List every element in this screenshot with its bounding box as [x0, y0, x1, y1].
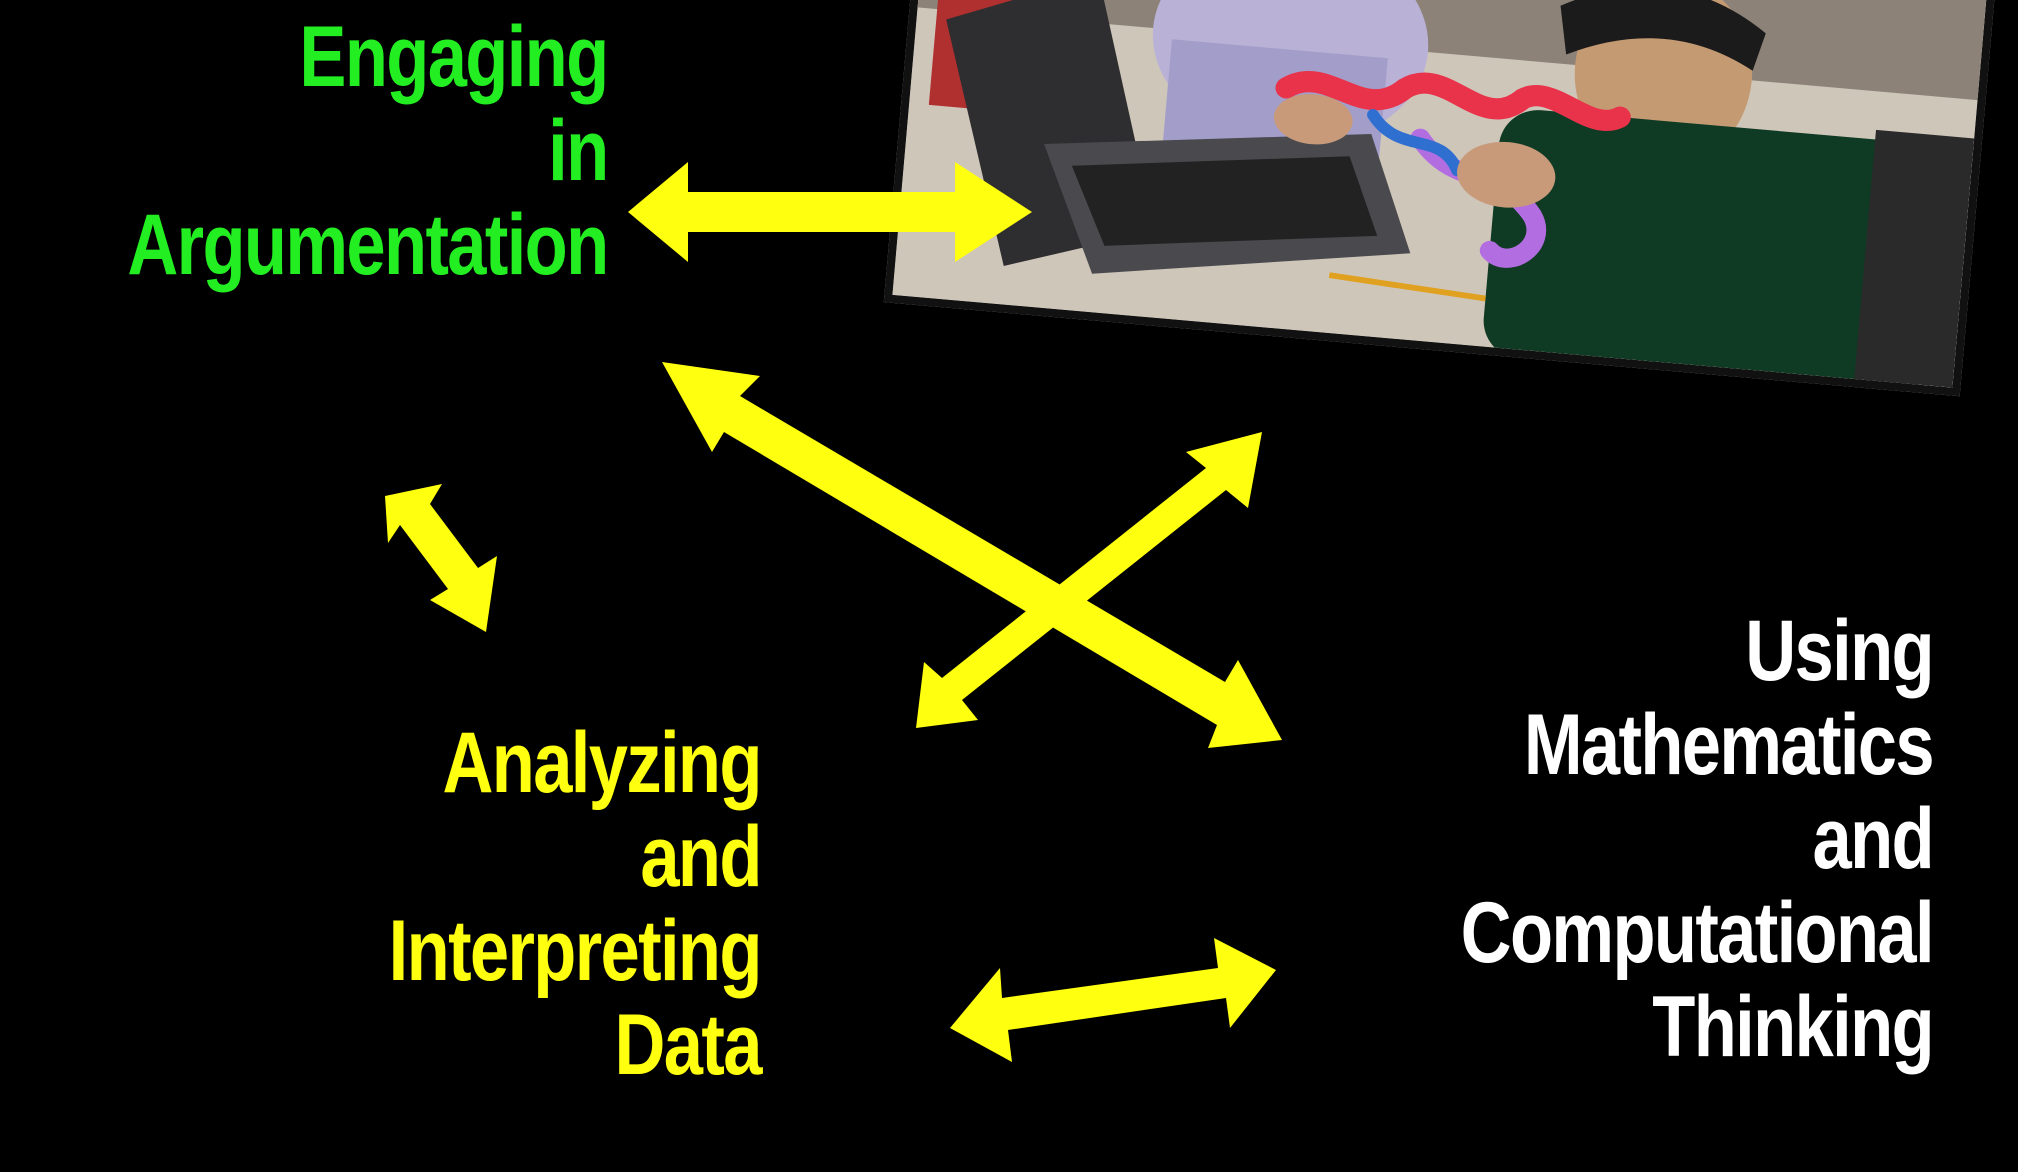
photo-illustration	[892, 0, 1988, 393]
node-line: and	[1812, 791, 1935, 887]
node-line: Data	[614, 997, 763, 1093]
node-engaging-in-argumentation: Engaging in Argumentation	[127, 9, 610, 296]
double-arrow-analyzing-math	[950, 938, 1276, 1062]
node-using-mathematics: Using Mathematics and Computational Thin…	[1460, 603, 1935, 1078]
node-line: Using	[1745, 603, 1934, 699]
node-line: Computational	[1460, 885, 1935, 981]
node-line: Mathematics	[1523, 697, 1935, 793]
students-with-laptop-photo	[883, 0, 1997, 397]
node-analyzing-interpreting-data: Analyzing and Interpreting Data	[388, 715, 763, 1096]
node-line: Interpreting	[388, 903, 763, 999]
node-line: Argumentation	[127, 197, 610, 293]
double-arrow-argumentation-math	[662, 362, 1282, 748]
node-line: and	[640, 809, 763, 905]
node-line: Engaging	[299, 9, 610, 105]
double-arrow-photo-analyzing	[916, 432, 1262, 728]
double-arrow-argumentation-analyzing	[385, 484, 497, 632]
node-line: Analyzing	[442, 715, 763, 811]
double-arrow-argumentation-photo	[628, 162, 1032, 262]
node-line: in	[548, 103, 610, 199]
node-line: Thinking	[1652, 979, 1934, 1075]
